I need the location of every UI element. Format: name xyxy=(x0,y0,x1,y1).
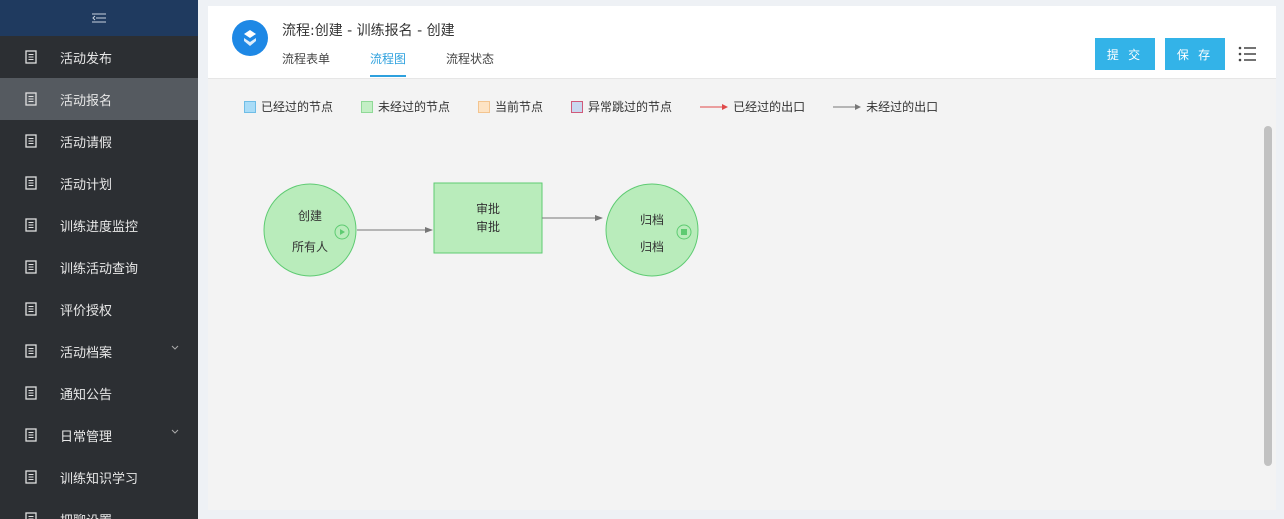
document-icon xyxy=(25,386,37,400)
flow-canvas: 创建 所有人 审批 审批 归档 归档 xyxy=(263,182,699,277)
tab-flowchart[interactable]: 流程图 xyxy=(370,50,407,77)
end-icon xyxy=(676,224,692,240)
node-name: 审批 xyxy=(476,201,500,216)
sidebar: 活动发布活动报名活动请假活动计划训练进度监控训练活动查询评价授权活动档案通知公告… xyxy=(0,0,198,519)
document-icon xyxy=(25,428,37,442)
sidebar-item[interactable]: 训练进度监控 xyxy=(0,204,198,246)
main-panel: 流程:创建 - 训练报名 - 创建 流程表单 流程图 流程状态 提 交 保 存 … xyxy=(208,6,1276,510)
sidebar-item-label: 活动发布 xyxy=(60,51,113,67)
legend-label: 未经过的节点 xyxy=(378,100,451,114)
sidebar-item[interactable]: 训练活动查询 xyxy=(0,246,198,288)
vertical-scrollbar[interactable] xyxy=(1264,126,1272,466)
flow-logo-icon xyxy=(244,30,256,46)
tab-status[interactable]: 流程状态 xyxy=(446,52,495,66)
sidebar-item[interactable]: 日常管理 xyxy=(0,414,198,456)
sidebar-item[interactable]: 训练知识学习 xyxy=(0,456,198,498)
list-menu-icon[interactable] xyxy=(1238,46,1256,62)
chevron-down-icon xyxy=(171,345,179,350)
sidebar-item-label: 训练知识学习 xyxy=(60,471,139,487)
sidebar-item[interactable]: 活动发布 xyxy=(0,36,198,78)
document-icon xyxy=(25,218,37,232)
sidebar-item-label: 活动计划 xyxy=(60,177,113,193)
tab-form[interactable]: 流程表单 xyxy=(282,52,331,66)
document-icon xyxy=(25,134,37,148)
flow-node-approve[interactable]: 审批 审批 xyxy=(433,182,543,254)
legend-passed-exit: 已经过的出口 xyxy=(700,98,805,115)
sidebar-item-label: 通知公告 xyxy=(60,387,113,403)
sidebar-item-label: 活动请假 xyxy=(60,135,113,151)
legend-unpassed-node: 未经过的节点 xyxy=(361,98,450,115)
node-sub: 审批 xyxy=(476,219,500,234)
submit-button[interactable]: 提 交 xyxy=(1095,38,1155,70)
sidebar-item[interactable]: 通知公告 xyxy=(0,372,198,414)
legend-unpassed-exit: 未经过的出口 xyxy=(833,98,938,115)
sidebar-item-label: 日常管理 xyxy=(60,429,113,445)
sidebar-item[interactable]: 活动报名 xyxy=(0,78,198,120)
legend-label: 当前节点 xyxy=(495,100,544,114)
legend-swatch xyxy=(244,100,256,113)
legend-swatch xyxy=(478,100,491,113)
sidebar-item[interactable]: 活动请假 xyxy=(0,120,198,162)
legend-current-node: 当前节点 xyxy=(478,98,543,115)
document-icon xyxy=(25,344,37,358)
node-name: 创建 xyxy=(298,209,322,223)
document-icon xyxy=(25,512,37,519)
sidebar-item-label: 活动档案 xyxy=(60,345,113,361)
app-logo xyxy=(232,20,268,56)
legend-label: 未经过的出口 xyxy=(866,100,939,114)
sidebar-item-label: 训练进度监控 xyxy=(60,219,139,235)
sidebar-menu: 活动发布活动报名活动请假活动计划训练进度监控训练活动查询评价授权活动档案通知公告… xyxy=(0,36,198,519)
legend-swatch xyxy=(361,100,374,113)
sidebar-item-label: 训练活动查询 xyxy=(60,261,139,277)
sidebar-item[interactable]: 评价授权 xyxy=(0,288,198,330)
legend-passed-node: 已经过的节点 xyxy=(244,98,333,115)
document-icon xyxy=(25,260,37,274)
red-arrow-icon xyxy=(700,103,729,110)
legend-label: 异常跳过的节点 xyxy=(588,100,673,114)
document-icon xyxy=(25,470,37,484)
node-name: 归档 xyxy=(640,213,664,227)
flow-node-create[interactable]: 创建 所有人 xyxy=(263,183,357,277)
legend: 已经过的节点 未经过的节点 当前节点 异常跳过的节点 已经过的出口 未 xyxy=(244,98,966,115)
sidebar-item[interactable]: 把聊设置 xyxy=(0,498,198,519)
document-icon xyxy=(25,176,37,190)
node-sub: 归档 xyxy=(640,240,664,254)
legend-skipped-node: 异常跳过的节点 xyxy=(571,98,672,115)
document-icon xyxy=(25,50,37,64)
sidebar-item-label: 评价授权 xyxy=(60,303,113,319)
sidebar-item-label: 活动报名 xyxy=(60,93,113,109)
node-sub: 所有人 xyxy=(292,240,328,254)
sidebar-item[interactable]: 活动计划 xyxy=(0,162,198,204)
document-icon xyxy=(25,302,37,316)
collapse-icon xyxy=(92,13,106,23)
save-button[interactable]: 保 存 xyxy=(1165,38,1225,70)
tab-bar: 流程表单 流程图 流程状态 xyxy=(282,50,534,77)
legend-swatch xyxy=(571,100,584,113)
document-icon xyxy=(25,92,37,106)
sidebar-collapse-button[interactable] xyxy=(0,0,198,36)
legend-label: 已经过的节点 xyxy=(261,100,334,114)
chevron-down-icon xyxy=(171,429,179,434)
header: 流程:创建 - 训练报名 - 创建 流程表单 流程图 流程状态 提 交 保 存 xyxy=(208,6,1276,79)
sidebar-item-label: 把聊设置 xyxy=(60,510,112,519)
sidebar-item[interactable]: 活动档案 xyxy=(0,330,198,372)
start-icon xyxy=(334,224,350,240)
legend-label: 已经过的出口 xyxy=(733,100,806,114)
page-title: 流程:创建 - 训练报名 - 创建 xyxy=(282,23,455,39)
gray-arrow-icon xyxy=(833,103,862,110)
flow-node-archive[interactable]: 归档 归档 xyxy=(605,183,699,277)
